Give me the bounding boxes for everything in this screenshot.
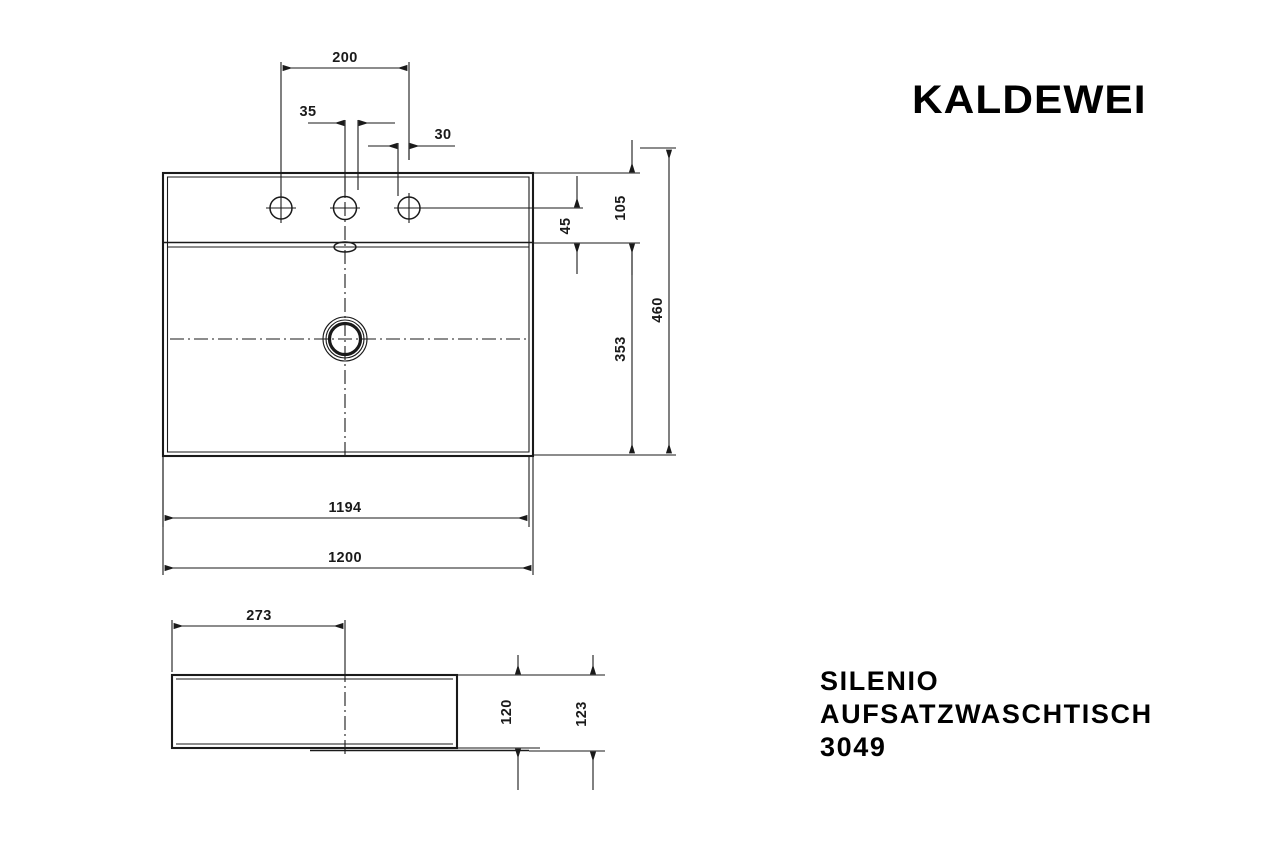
side-view-basin xyxy=(170,668,529,758)
drain-group xyxy=(322,316,368,362)
dimension-200: 200 xyxy=(280,50,410,196)
dim-label-1194: 1194 xyxy=(328,500,361,516)
product-type-line: AUFSATZWASCHTISCH xyxy=(820,699,1153,729)
dim-label-123: 123 xyxy=(574,701,590,726)
basin-outer-outline xyxy=(161,171,535,458)
dim-label-105: 105 xyxy=(613,195,629,220)
dimension-1194: 1194 xyxy=(162,456,530,527)
dim-label-45: 45 xyxy=(558,218,574,235)
top-view-centerlines xyxy=(170,178,527,460)
product-title-block: SILENIO AUFSATZWASCHTISCH 3049 xyxy=(820,665,1153,764)
dimension-353: 353 xyxy=(533,244,640,456)
dimension-35: 35 xyxy=(300,104,395,196)
dim-label-35: 35 xyxy=(300,104,317,120)
dimension-45: 45 xyxy=(409,176,583,274)
side-body-outline xyxy=(170,673,459,750)
dim-label-460: 460 xyxy=(650,297,666,322)
dimension-460: 460 xyxy=(640,147,676,456)
product-name-line: SILENIO xyxy=(820,666,940,696)
dimension-123: 123 xyxy=(529,655,605,790)
overflow-group xyxy=(333,241,357,253)
drain-ring-inner xyxy=(327,321,363,357)
dimension-1200: 1200 xyxy=(162,456,534,575)
drain-ring-outer xyxy=(322,316,368,362)
dim-label-1200: 1200 xyxy=(328,550,362,566)
dimension-30: 30 xyxy=(368,127,455,196)
dimension-120: 120 xyxy=(457,655,540,790)
basin-inner-rim xyxy=(166,176,530,453)
overflow-slot xyxy=(333,241,357,253)
drain-ring-mid xyxy=(325,319,365,359)
dim-label-200: 200 xyxy=(332,50,357,66)
dim-label-120: 120 xyxy=(499,699,515,724)
dim-label-353: 353 xyxy=(613,336,629,361)
product-number-line: 3049 xyxy=(820,732,887,762)
kaldewei-logo: KALDEWEI xyxy=(912,78,1147,122)
dim-label-273: 273 xyxy=(246,608,271,624)
top-view-basin xyxy=(161,171,535,458)
dimension-273: 273 xyxy=(171,608,346,672)
dim-label-30: 30 xyxy=(435,127,452,143)
